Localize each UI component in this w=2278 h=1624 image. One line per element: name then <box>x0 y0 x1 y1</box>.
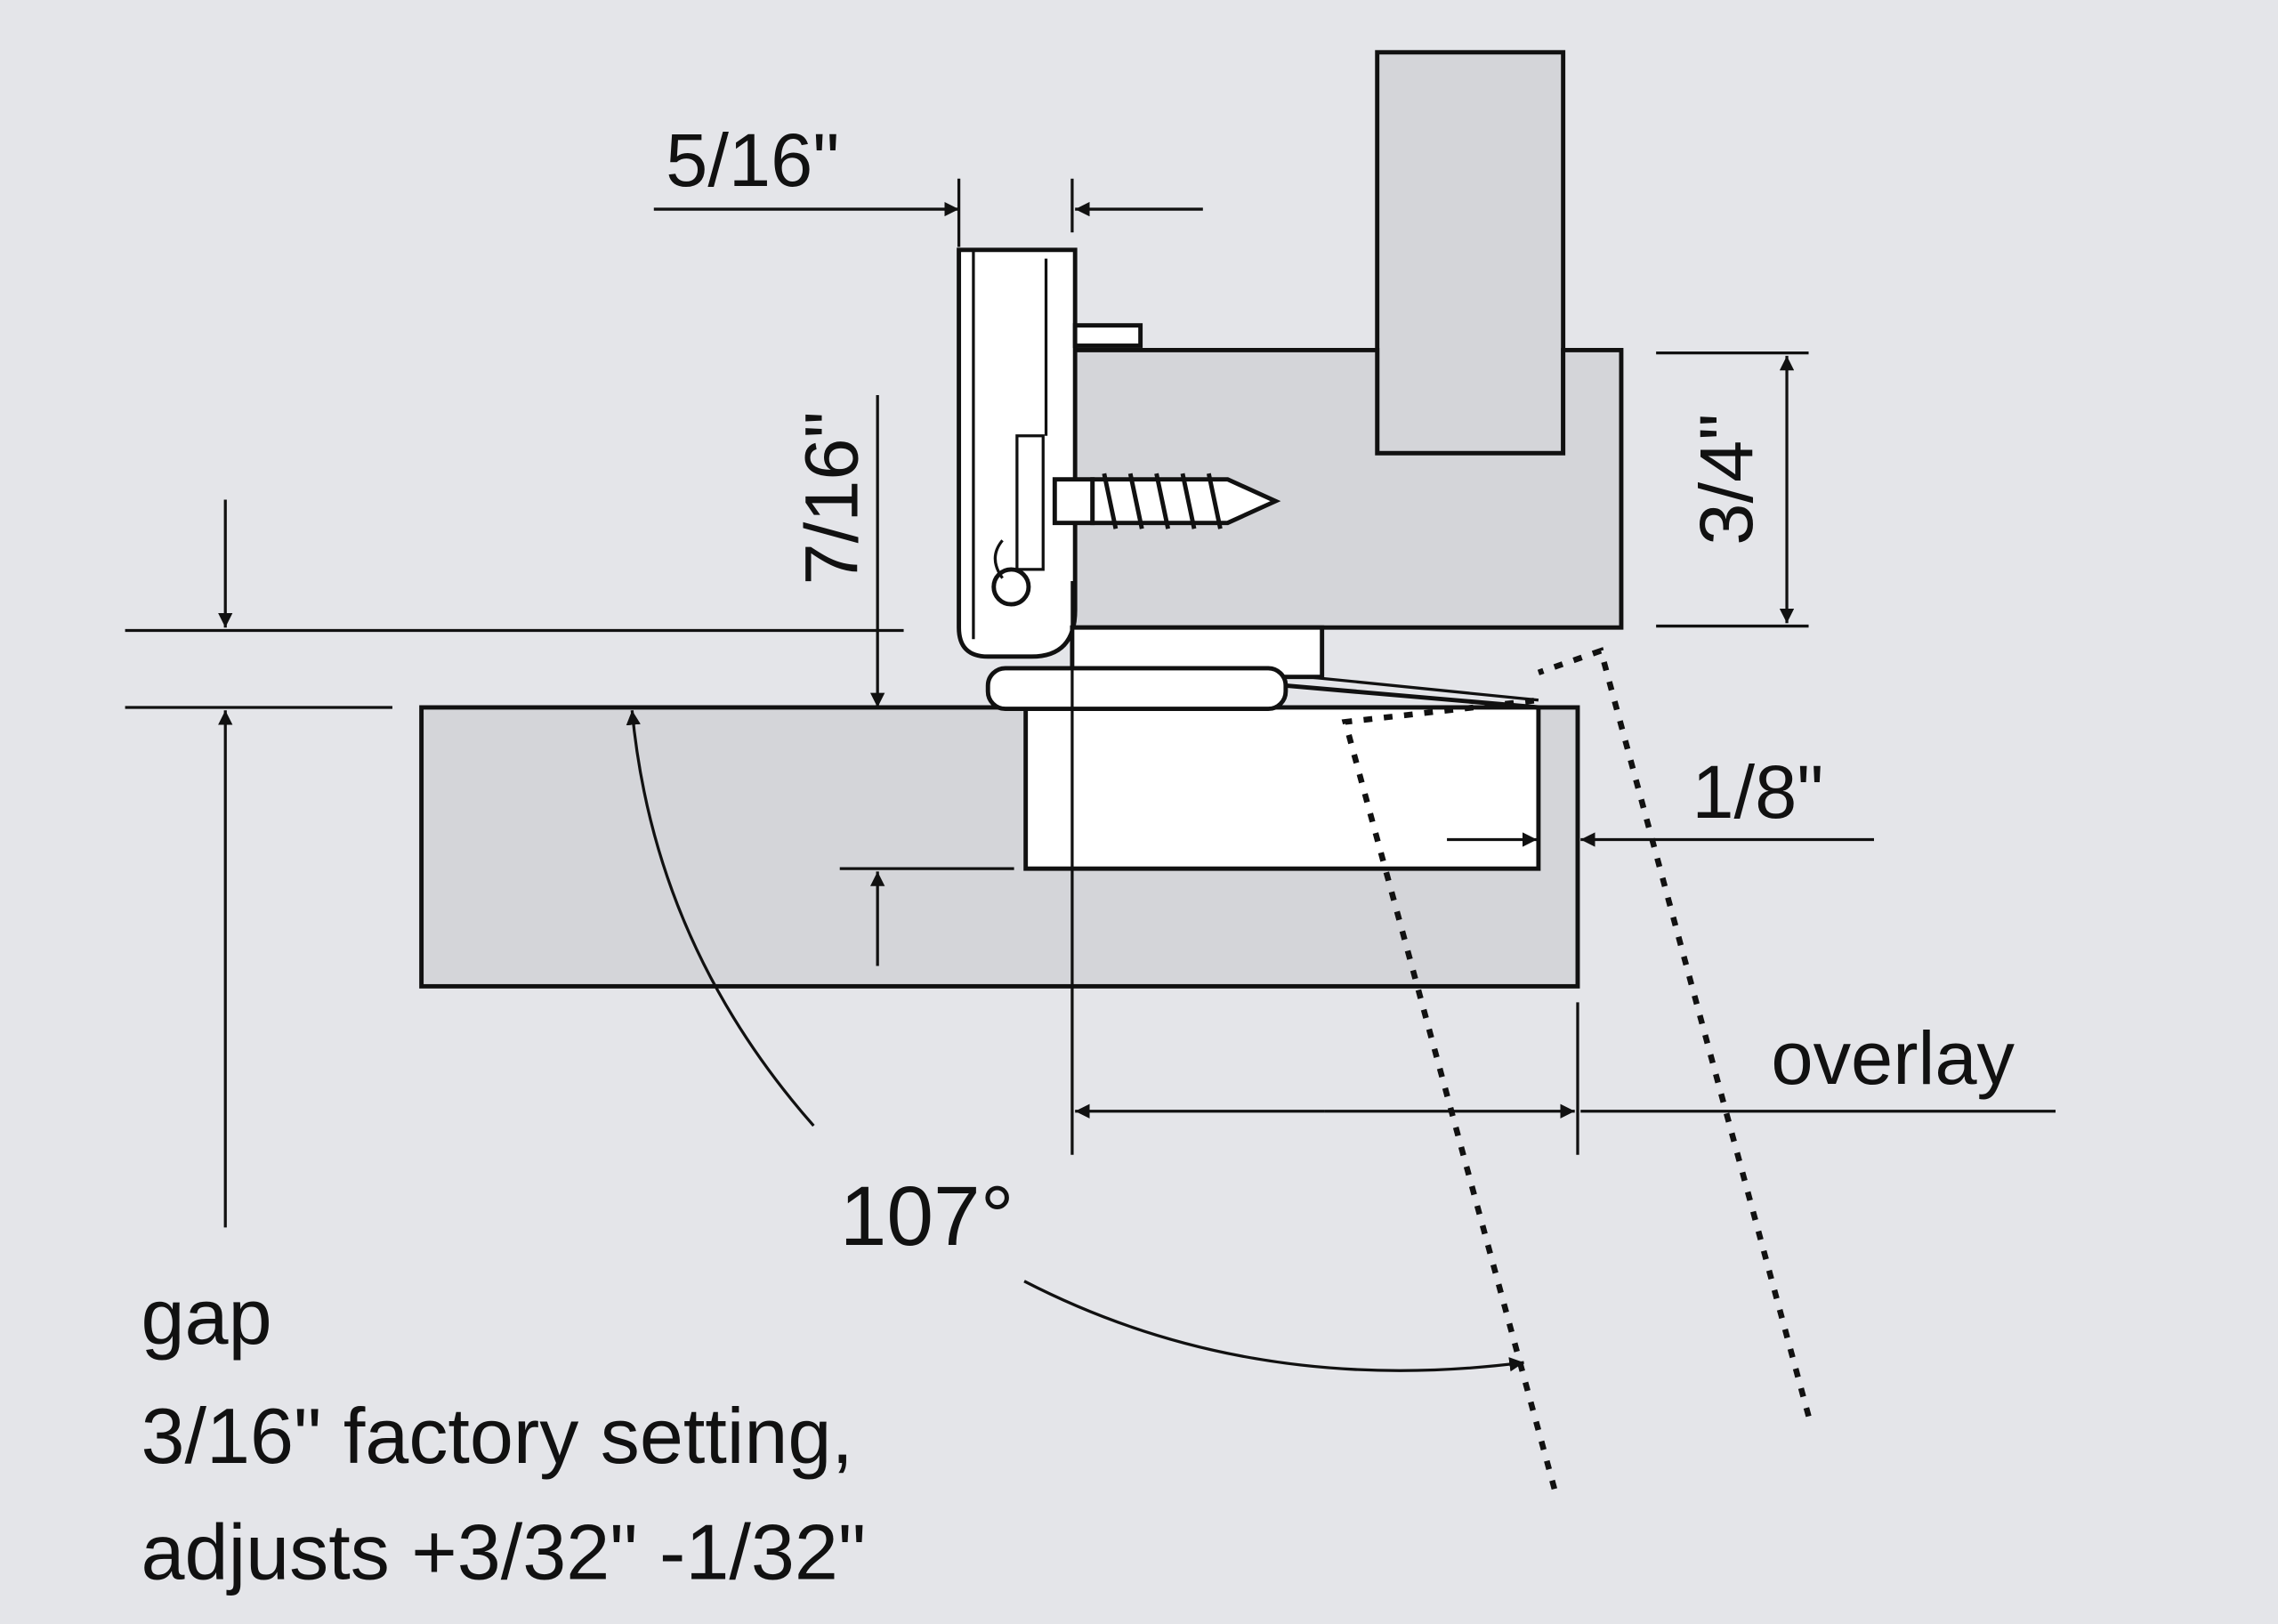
dim-7-16-label: 7/16" <box>788 411 873 585</box>
dim-1-8-label: 1/8" <box>1692 749 1823 834</box>
dim-5-16-label: 5/16" <box>666 117 839 202</box>
dim-7-16 <box>839 395 1014 966</box>
dim-gap <box>125 499 904 1228</box>
screw <box>1052 473 1281 529</box>
gap-line-1: 3/16" factory setting, <box>141 1392 853 1480</box>
gap-line-2: adjusts +3/32" -1/32" <box>141 1507 867 1596</box>
dim-5-16 <box>653 178 1203 247</box>
gap-title: gap <box>141 1273 272 1361</box>
hinge-arm <box>957 247 1539 712</box>
hinge-cup <box>1023 705 1541 871</box>
dim-3-4-label: 3/4" <box>1684 414 1768 545</box>
open-door-outline <box>1341 647 1812 1491</box>
overlay-label: overlay <box>1771 1015 2015 1100</box>
dim-overlay <box>1075 1002 2056 1155</box>
dim-3-4 <box>1656 351 1809 628</box>
cabinet-side-panel <box>1375 50 1566 456</box>
angle-label: 107° <box>840 1169 1014 1264</box>
angle-arc <box>626 710 1524 1372</box>
